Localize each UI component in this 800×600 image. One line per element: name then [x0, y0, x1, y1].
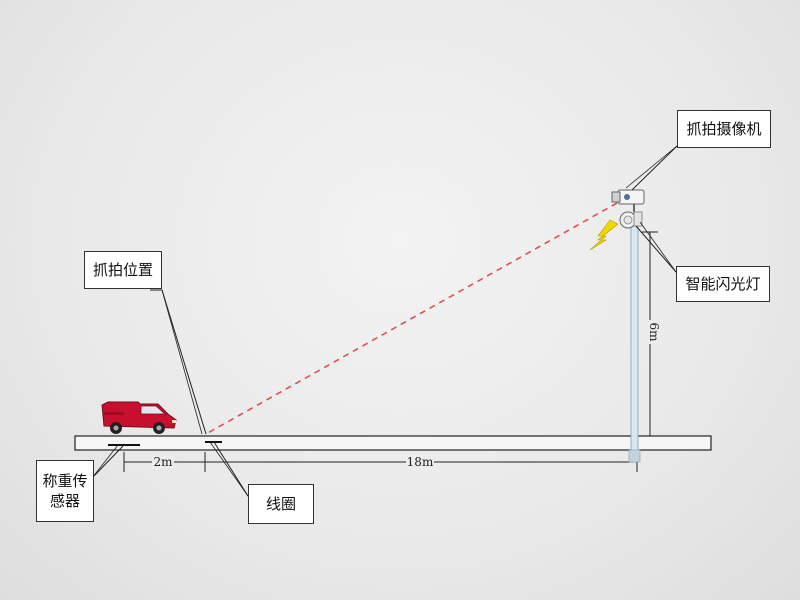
label-weighing-sensor: 称重传 感器 [36, 460, 94, 522]
lightning-icon [589, 219, 619, 251]
label-smart-flash-text: 智能闪光灯 [685, 275, 761, 293]
pole [630, 221, 639, 463]
dimension-18m: 18m [407, 455, 434, 469]
label-weighing-sensor-line2: 感器 [49, 492, 80, 510]
label-capture-position-text: 抓拍位置 [92, 261, 153, 279]
camera-icon [611, 189, 645, 212]
label-weighing-sensor-line1: 称重传 [42, 472, 88, 490]
label-coil: 线圈 [248, 484, 314, 524]
callout-weighing-sensor [91, 444, 125, 486]
pole-base [628, 449, 641, 463]
van-icon [101, 401, 177, 434]
label-capture-camera: 抓拍摄像机 [677, 110, 771, 148]
road [74, 435, 712, 451]
label-coil-text: 线圈 [265, 495, 296, 513]
flash-lamp-icon [619, 211, 643, 229]
label-smart-flash: 智能闪光灯 [676, 266, 770, 302]
dimension-2m: 2m [153, 455, 173, 469]
dimension-6m: 6m [647, 322, 661, 342]
camera-beam [205, 202, 618, 435]
label-capture-camera-text: 抓拍摄像机 [686, 120, 762, 138]
callout-camera [631, 145, 690, 191]
label-capture-position: 抓拍位置 [84, 251, 162, 289]
